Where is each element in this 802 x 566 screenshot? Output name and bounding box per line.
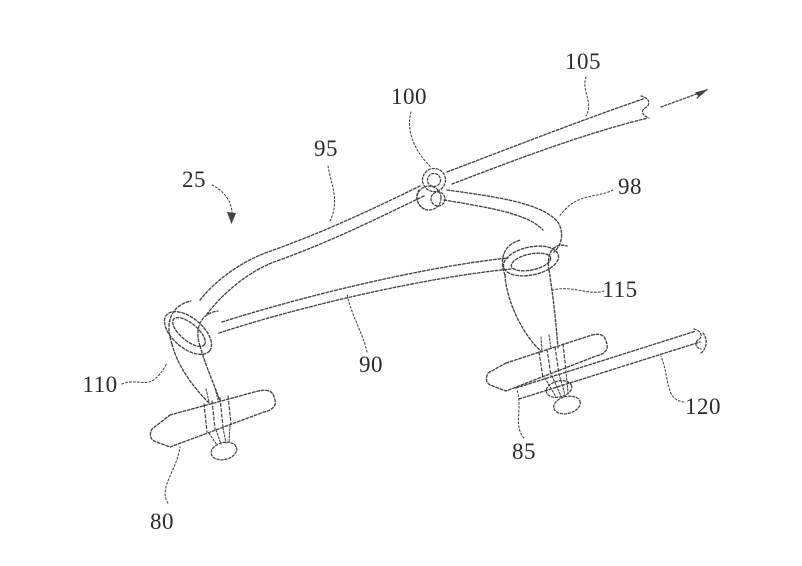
left-anchor-stitches <box>203 387 232 446</box>
leader-85 <box>516 389 525 439</box>
leader-lines <box>121 76 685 504</box>
leader-98 <box>558 189 614 218</box>
leader-110 <box>121 362 168 385</box>
reference-numerals: 25 95 100 105 98 115 110 90 80 85 120 <box>82 49 721 534</box>
ref-label-98: 98 <box>618 174 642 199</box>
right-anchor-85 <box>485 328 707 415</box>
leader-90 <box>346 293 368 353</box>
ref-label-85: 85 <box>512 439 536 464</box>
ref-label-115: 115 <box>602 277 637 302</box>
right-anchor-knob <box>553 395 581 415</box>
strand-98 <box>443 189 563 253</box>
ref-label-105: 105 <box>565 49 601 74</box>
leader-95 <box>327 165 336 222</box>
left-anchor-80 <box>149 387 276 461</box>
leader-120 <box>660 355 685 403</box>
arrow-25-shaft <box>211 184 233 218</box>
leader-100 <box>409 111 432 168</box>
ref-label-110: 110 <box>82 372 117 397</box>
right-anchor-bar <box>485 333 608 392</box>
leader-105 <box>584 76 590 117</box>
break-mark-120 <box>693 328 702 350</box>
ref-label-90: 90 <box>359 352 383 377</box>
arrow-25-head-icon <box>227 212 236 224</box>
right-eyelet <box>502 245 560 277</box>
leader-80 <box>164 446 181 504</box>
loop-115 <box>501 239 568 353</box>
left-anchor-bar <box>149 389 276 448</box>
ref-label-95: 95 <box>314 136 338 161</box>
leader-115 <box>552 288 605 293</box>
tail-105 <box>446 88 708 185</box>
ref-label-25: 25 <box>182 167 206 192</box>
rod-120 <box>515 328 707 400</box>
knot-100 <box>416 167 447 211</box>
loop-110 <box>163 300 221 404</box>
assembly-arrow-25 <box>211 184 236 224</box>
ref-label-100: 100 <box>391 84 427 109</box>
break-mark-105 <box>640 95 650 119</box>
left-eyelet <box>163 310 213 356</box>
ref-label-80: 80 <box>150 509 174 534</box>
motion-arrow-shaft <box>660 91 703 108</box>
suture-wrap <box>545 379 573 399</box>
right-anchor-stitches <box>538 334 569 398</box>
strap-90 <box>218 257 512 334</box>
left-anchor-knob <box>210 441 238 461</box>
strap-95 <box>199 185 425 315</box>
ref-label-120: 120 <box>685 394 721 419</box>
